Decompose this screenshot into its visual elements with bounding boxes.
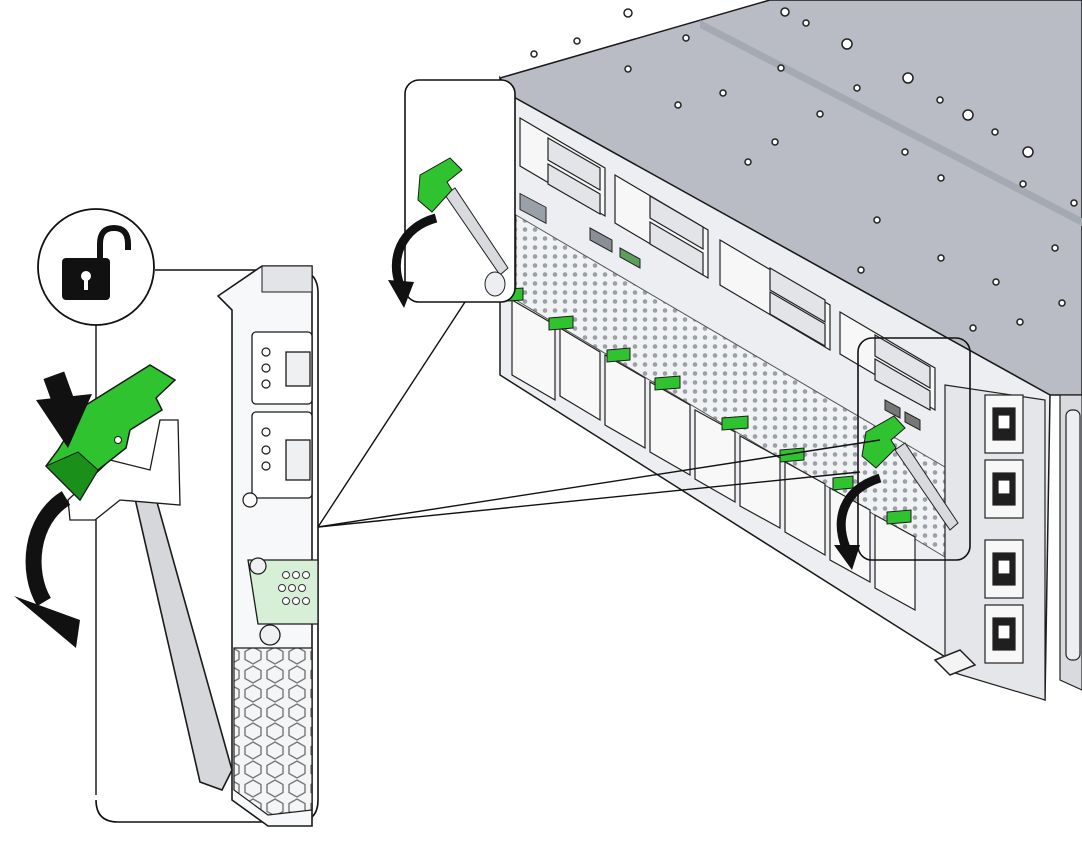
left-release-latch	[417, 157, 463, 213]
detail-screw	[259, 624, 281, 646]
curved-arrow-icon	[25, 491, 71, 607]
detail-vga-port	[247, 557, 319, 625]
detail-led-indicators	[242, 347, 271, 508]
power-supplies	[944, 384, 1082, 701]
front-modules	[511, 298, 916, 612]
callout-left-lever	[388, 79, 516, 308]
detail-drive-slots	[251, 331, 313, 499]
io-ports	[519, 192, 921, 431]
down-arrow-icon	[36, 371, 92, 448]
top-cover-screws	[530, 7, 1078, 332]
arrow-head-icon	[14, 596, 80, 648]
detail-hex-vent	[233, 647, 313, 816]
curved-arrow-icon	[836, 473, 882, 550]
curved-arrow-icon	[391, 213, 438, 287]
drive-bays	[519, 116, 936, 412]
right-lever-arm	[894, 442, 959, 531]
arrow-head-icon	[834, 545, 860, 570]
chassis-top-panel-seam	[700, 20, 1082, 226]
unlocked-padlock-icon	[37, 208, 155, 326]
detail-view	[14, 265, 319, 827]
server-chassis	[492, 0, 1082, 702]
right-release-latch	[861, 415, 906, 469]
chassis-handle	[933, 649, 977, 676]
detail-lever-arm	[126, 467, 233, 791]
callout-right-lever	[834, 337, 971, 570]
arrow-head-icon	[388, 280, 414, 308]
